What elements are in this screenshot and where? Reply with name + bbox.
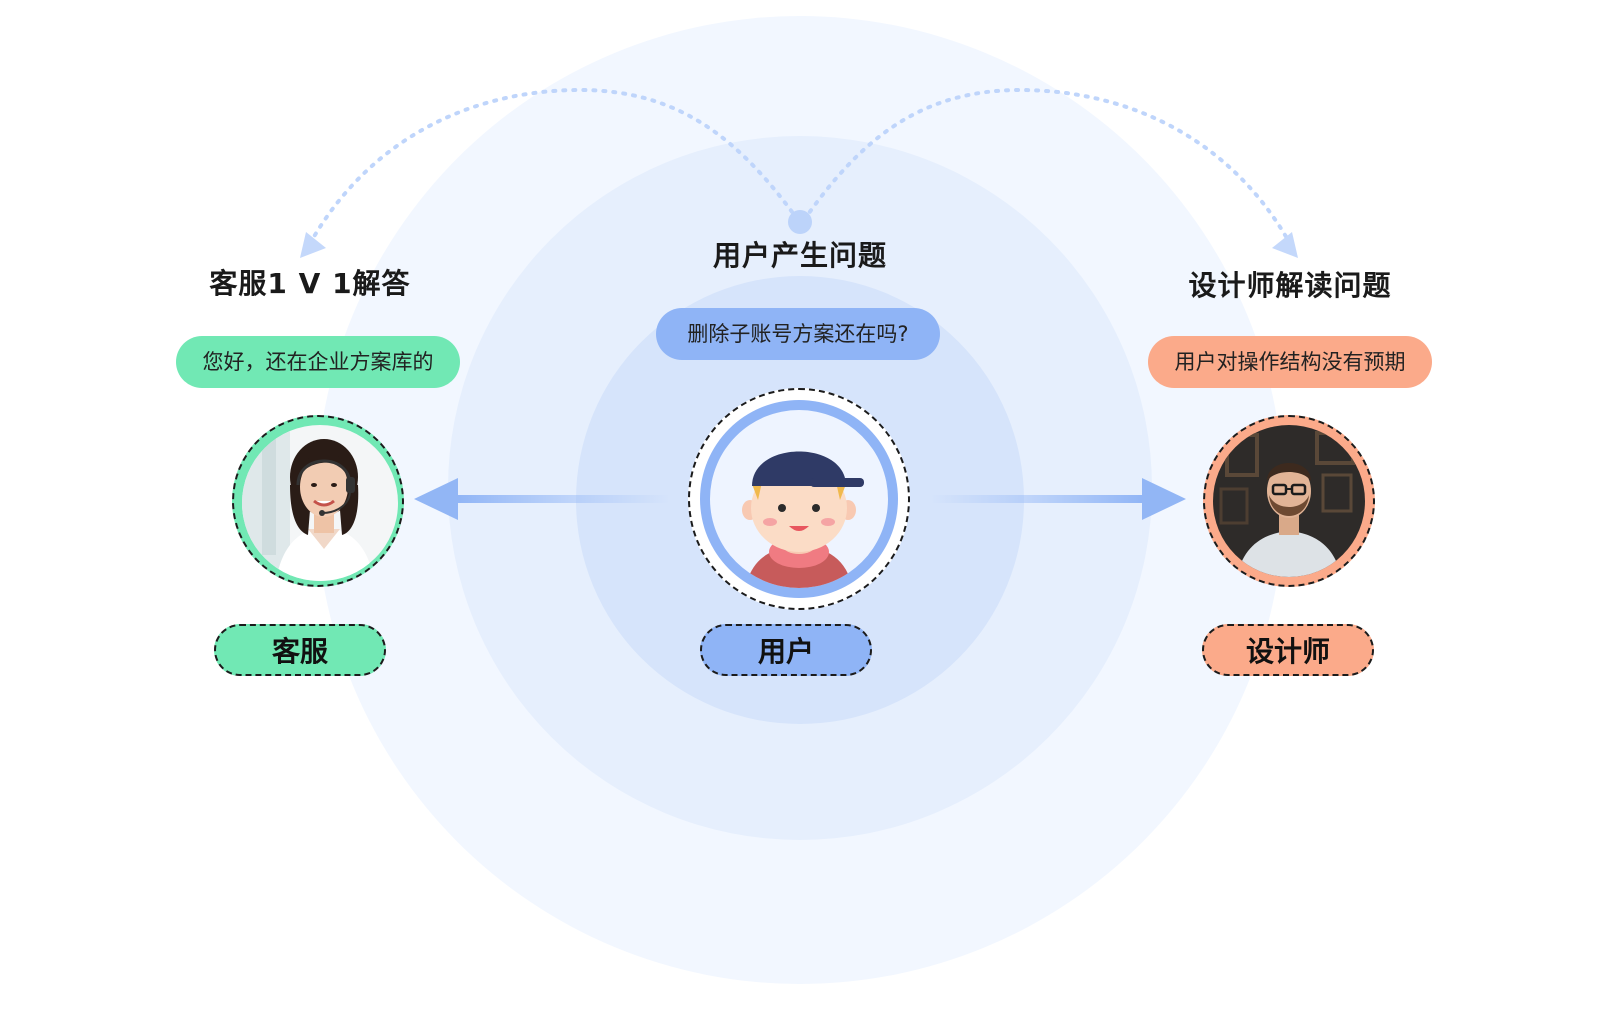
arrow-head-right bbox=[1142, 478, 1186, 520]
dotted-arrowhead-left bbox=[300, 232, 326, 258]
arrow-shaft-left bbox=[452, 495, 670, 503]
user-role-label: 用户 bbox=[700, 624, 872, 676]
dotted-curve-right bbox=[802, 87, 1290, 242]
arrow-head-left bbox=[414, 478, 458, 520]
dotted-curve-left bbox=[310, 87, 800, 242]
question-origin-dot bbox=[788, 210, 812, 234]
arrow-shaft-right bbox=[930, 495, 1148, 503]
designer-title: 设计师解读问题 bbox=[1188, 269, 1392, 302]
designer-insight-bubble: 用户对操作结构没有预期 bbox=[1148, 336, 1432, 388]
customer-service-photo-icon bbox=[242, 425, 398, 581]
dotted-arrowhead-right bbox=[1272, 232, 1298, 258]
customer-service-reply-bubble: 您好，还在企业方案库的 bbox=[176, 336, 460, 388]
designer-role-label: 设计师 bbox=[1202, 624, 1374, 676]
user-question-title: 用户产生问题 bbox=[712, 239, 888, 272]
designer-photo-icon bbox=[1213, 425, 1365, 577]
customer-service-role-label: 客服 bbox=[214, 624, 386, 676]
user-question-bubble: 删除子账号方案还在吗? bbox=[656, 308, 940, 360]
customer-service-title: 客服1 V 1解答 bbox=[209, 267, 411, 300]
user-cartoon-avatar-icon bbox=[710, 410, 888, 588]
